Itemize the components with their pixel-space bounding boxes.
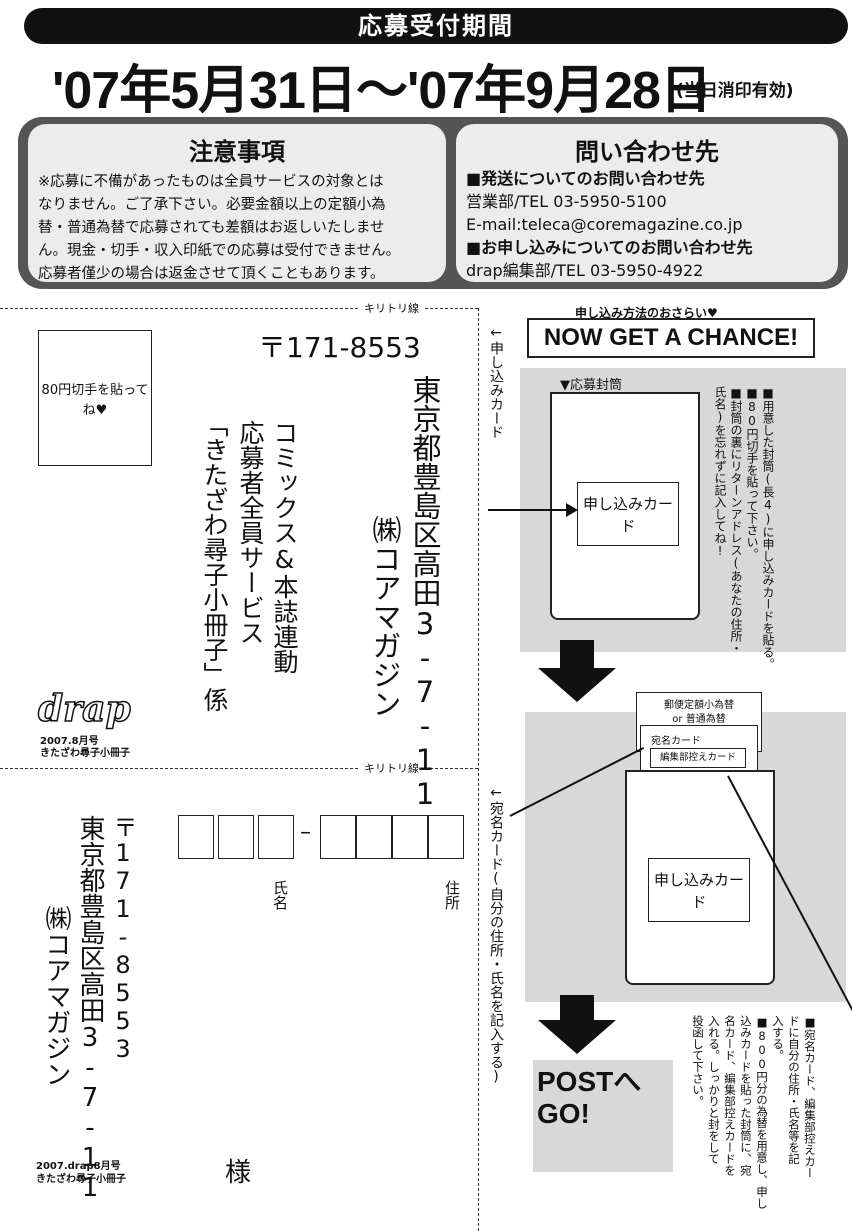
issue-label: 2007.8月号: [40, 736, 99, 747]
address: 東京都豊島区高田3-7-11: [75, 815, 105, 1203]
notice-line: 応募者僅少の場合は返金させて頂くこともあります。: [38, 266, 385, 282]
application-card-illustration: 申し込みカード: [577, 482, 679, 546]
step2-line: 投函して下さい。: [691, 1015, 705, 1107]
contact-email[interactable]: E-mail:teleca@coremagazine.co.jp: [466, 215, 743, 234]
go-label: GO!: [537, 1098, 590, 1129]
address-card-side-label: ←宛名カード(自分の住所・氏名を記入する): [488, 785, 504, 1085]
postal-digit-box[interactable]: [178, 815, 214, 859]
postal-digit-box[interactable]: [392, 815, 428, 859]
postal-code: 〒171-8553: [258, 331, 421, 364]
apply-heading: ■お申し込みについてのお問い合わせ先: [466, 238, 753, 257]
cut-line-vertical: [478, 308, 479, 1231]
step2-line: 入する。: [771, 1015, 785, 1061]
cut-line-label: キリトリ線: [360, 760, 423, 776]
postal-code: 〒171-8553: [109, 815, 137, 1063]
booklet-label: きたざわ尋子小冊子: [36, 1174, 126, 1185]
envelope-label: ▼応募封筒: [560, 378, 622, 393]
step1-line: 氏名)を忘れずに記入してね!: [713, 386, 727, 558]
application-period-dates: '07年5月31日～'07年9月28日: [52, 62, 712, 120]
step1-line: ■80円切手を貼って下さい。: [745, 386, 759, 560]
recipient-line-2: 応募者全員サービス: [236, 420, 265, 645]
step2-line: ■800円分の為替を用意し、申し: [755, 1015, 769, 1209]
guide-title: NOW GET A CHANCE!: [527, 318, 815, 358]
postal-dash: –: [300, 820, 311, 845]
step1-line: ■封筒の裏にリターンアドレス(あなたの住所・: [729, 386, 743, 654]
recipient-line-1: コミックス&本誌連動: [270, 420, 299, 674]
postmark-validity: (当日消印有効): [676, 81, 794, 101]
step2-line: ドに自分の住所・氏名等を記: [787, 1015, 801, 1165]
drap-logo: drap: [37, 687, 131, 731]
shipping-heading: ■発送についてのお問い合わせ先: [466, 169, 705, 188]
step1-line: ■用意した封筒(長4)に申し込みカードを貼る。: [761, 386, 775, 670]
honorific: 様: [225, 1158, 252, 1188]
post-label: POSTへ: [537, 1066, 642, 1097]
down-arrow-icon: [560, 640, 594, 670]
postal-digit-box[interactable]: [320, 815, 356, 859]
application-period-banner: 応募受付期間: [24, 8, 848, 44]
company: ㈱コアマガジン: [368, 515, 402, 718]
postal-digit-box[interactable]: [356, 815, 392, 859]
arrow-icon: [488, 509, 568, 511]
booklet-label: きたざわ尋子小冊子: [40, 748, 130, 759]
address-label: 住所: [443, 880, 461, 910]
postal-digit-box[interactable]: [218, 815, 254, 859]
step2-line: 入れる。しっかりと封をして: [707, 1015, 721, 1165]
guide-subtitle: 申し込み方法のおさらい♥: [575, 306, 718, 320]
notice-line: ※応募に不備があったものは全員サービスの対象とは: [38, 174, 384, 190]
notice-line: なりません。ご了承下さい。必要金額以上の定額小為: [38, 197, 386, 213]
application-card-illustration: 申し込みカード: [648, 858, 750, 922]
post-go-panel: POSTへ GO!: [533, 1060, 673, 1172]
company: ㈱コアマガジン: [41, 905, 71, 1087]
shipping-tel: 営業部/TEL 03-5950-5100: [466, 192, 667, 211]
cut-line-middle: [0, 768, 478, 769]
name-label: 氏名: [271, 880, 289, 910]
step2-line: 込みカードを貼った封筒に、宛: [739, 1015, 753, 1176]
application-card-side-label: ←申し込みカード: [488, 325, 504, 439]
stamp-box: 80円切手を貼ってね♥: [38, 330, 152, 466]
issue-label: 2007.drap8月号: [36, 1161, 121, 1172]
money-order-label: 郵便定額小為替: [664, 700, 734, 711]
recipient-line-3: 「きたざわ尋子小冊子」係: [200, 412, 229, 712]
cut-line-label: キリトリ線: [360, 300, 423, 316]
apply-tel: drap編集部/TEL 03-5950-4922: [466, 261, 704, 280]
step2-line: 名カード、編集部控えカードを: [723, 1015, 737, 1176]
cut-line-top: [0, 308, 478, 309]
notice-line: 替・普通為替で応募されても差額はお返しいたしませ: [38, 220, 385, 236]
postal-digit-box[interactable]: [258, 815, 294, 859]
down-arrow-icon: [560, 995, 594, 1021]
address: 東京都豊島区高田3-7-11: [408, 375, 442, 811]
down-arrow-head-icon: [538, 668, 616, 702]
contact-panel: 問い合わせ先 ■発送についてのお問い合わせ先 営業部/TEL 03-5950-5…: [456, 124, 838, 282]
notice-panel: 注意事項 ※応募に不備があったものは全員サービスの対象とは なりません。ご了承下…: [28, 124, 446, 282]
notice-title: 注意事項: [189, 138, 285, 166]
step2-line: ■宛名カード、編集部控えカー: [803, 1015, 817, 1179]
notice-line: ん。現金・切手・収入印紙での応募は受付できません。: [38, 243, 401, 259]
editorial-card-illustration: 編集部控えカード: [650, 748, 746, 768]
money-order-alt-label: or 普通為替: [672, 714, 726, 725]
down-arrow-head-icon: [538, 1020, 616, 1054]
postal-digit-box[interactable]: [428, 815, 464, 859]
contact-title: 問い合わせ先: [575, 138, 719, 166]
arrow-head-icon: [566, 503, 578, 517]
